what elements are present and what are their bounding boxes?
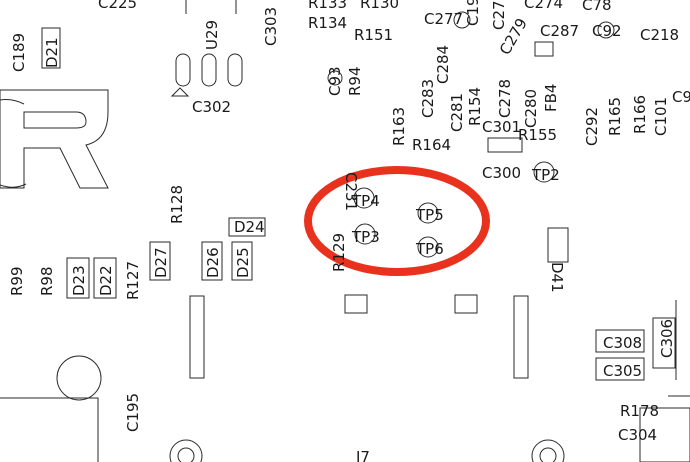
test-point-highlight-ellipse [304, 166, 490, 276]
label-c292: C292 [583, 107, 601, 146]
label-c281: C281 [448, 93, 466, 132]
label-c302: C302 [192, 98, 231, 116]
connector-pads [189, 294, 690, 462]
label-c9: C9 [672, 88, 690, 106]
label-d25: D25 [234, 247, 252, 278]
label-d22: D22 [97, 265, 115, 296]
label-r128: R128 [168, 185, 186, 224]
label-tp2: TP2 [531, 166, 560, 184]
label-c101: C101 [652, 97, 670, 136]
label-j7: J7 [355, 448, 370, 462]
label-c93: C93 [326, 66, 344, 96]
label-d26: D26 [204, 247, 222, 278]
bottom-left-outline [0, 300, 690, 462]
label-c284: C284 [434, 45, 452, 84]
label-r151: R151 [354, 26, 393, 44]
label-d27: D27 [152, 247, 170, 278]
label-tp6: TP6 [415, 240, 444, 258]
label-c305: C305 [603, 362, 642, 380]
silkscreen-logo-outline [0, 89, 109, 189]
label-r166: R166 [631, 95, 649, 134]
label-c27: C27 [490, 0, 508, 30]
label-fb4: FB4 [542, 84, 560, 112]
label-tp4: TP4 [351, 192, 380, 210]
label-r164: R164 [412, 136, 451, 154]
label-r154: R154 [466, 87, 484, 126]
label-c231: C231 [342, 172, 360, 211]
label-d21: D21 [43, 37, 61, 68]
label-c283: C283 [419, 79, 437, 118]
label-c277: C277 [424, 10, 463, 28]
label-c301: C301 [482, 118, 521, 136]
label-c225: C225 [98, 0, 137, 12]
u29-footprint [170, 0, 243, 97]
label-r94: R94 [346, 66, 364, 96]
component-outlines [41, 27, 676, 381]
label-c287: C287 [540, 22, 579, 40]
label-u29: U29 [203, 20, 221, 50]
label-c189: C189 [10, 33, 28, 72]
label-c303: C303 [262, 7, 280, 46]
label-c19: C19 [464, 0, 482, 26]
label-r98: R98 [38, 266, 56, 296]
label-r129: R129 [330, 233, 348, 272]
label-c218: C218 [640, 26, 679, 44]
label-r99: R99 [8, 266, 26, 296]
label-r134: R134 [308, 14, 347, 32]
label-r133: R133 [308, 0, 347, 12]
label-c304: C304 [618, 426, 657, 444]
label-d24: D24 [234, 218, 265, 236]
label-tp3: TP3 [351, 228, 380, 246]
label-c78: C78 [582, 0, 612, 14]
label-c195: C195 [124, 393, 142, 432]
label-r178: R178 [620, 402, 659, 420]
label-r127: R127 [124, 261, 142, 300]
label-c308: C308 [603, 334, 642, 352]
holes-and-testpoints [56, 11, 615, 462]
label-c300: C300 [482, 164, 521, 182]
label-d41: D41 [548, 262, 566, 293]
label-r130: R130 [360, 0, 399, 12]
label-c92: C92 [592, 22, 622, 40]
label-c280: C280 [522, 89, 540, 128]
label-c306: C306 [658, 319, 676, 358]
label-tp5: TP5 [415, 206, 444, 224]
label-d23: D23 [70, 265, 88, 296]
label-r165: R165 [606, 97, 624, 136]
label-r155: R155 [518, 126, 557, 144]
label-r163: R163 [390, 107, 408, 146]
label-c278: C278 [496, 79, 514, 118]
label-c274: C274 [524, 0, 563, 12]
